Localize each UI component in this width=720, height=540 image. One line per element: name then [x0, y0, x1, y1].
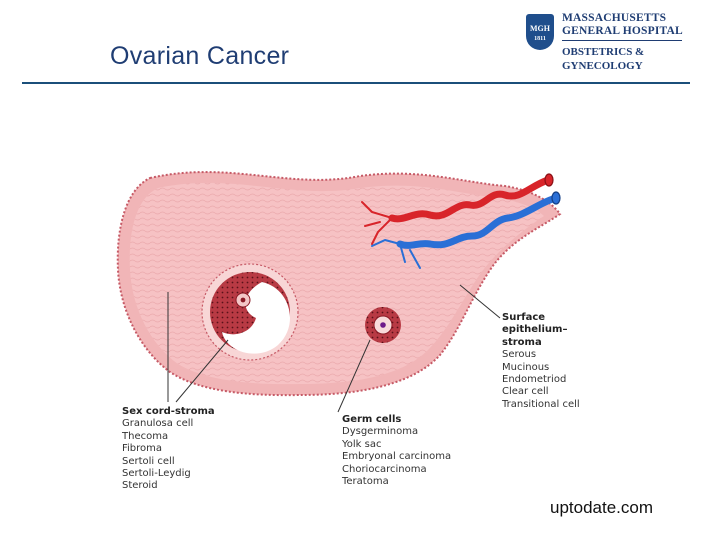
- germ-heading: Germ cells: [342, 414, 402, 425]
- logo-line3: OBSTETRICS &: [562, 46, 645, 58]
- artery-vessels: [361, 173, 554, 245]
- logo-line2: GENERAL HOSPITAL: [562, 25, 683, 37]
- sex-cord-stroma-group: Sex cord-stroma Granulosa cell Thecoma F…: [122, 406, 215, 493]
- small-follicle: [365, 307, 401, 343]
- list-item: Dysgerminoma: [342, 426, 419, 438]
- germ-cells-group: Germ cells Dysgerminoma Yolk sac Embryon…: [342, 414, 451, 488]
- surface-heading-2: epithelium–: [502, 324, 568, 336]
- mgh-shield-icon: MGH 1811: [526, 14, 554, 50]
- logo-shield-sub: 1811: [534, 36, 546, 42]
- surface-heading-3: stroma: [502, 336, 542, 348]
- list-item: Sertoli cell: [122, 455, 175, 467]
- logo-divider: [562, 40, 682, 41]
- slide-title: Ovarian Cancer: [110, 42, 290, 70]
- mgh-logo: MGH 1811 MASSACHUSETTS GENERAL HOSPITAL …: [526, 12, 696, 78]
- logo-shield-text: MGH: [530, 24, 550, 33]
- list-item: Sertoli-Leydig: [122, 468, 191, 480]
- list-item: Choriocarcinoma: [342, 463, 427, 475]
- surface-heading-1: Surface: [502, 312, 546, 323]
- title-divider: [22, 82, 690, 84]
- sex-cord-heading: Sex cord-stroma: [122, 406, 215, 417]
- list-item: Endometriod: [502, 374, 567, 386]
- list-item: Teratoma: [342, 476, 389, 488]
- list-item: Granulosa cell: [122, 418, 194, 430]
- list-item: Mucinous: [502, 361, 550, 373]
- list-item: Clear cell: [502, 386, 549, 398]
- vein-vessels: [371, 191, 561, 269]
- list-item: Yolk sac: [342, 438, 382, 450]
- list-item: Fibroma: [122, 443, 163, 455]
- list-item: Embryonal carcinoma: [342, 451, 452, 463]
- list-item: Thecoma: [122, 430, 169, 442]
- logo-line1: MASSACHUSETTS: [562, 12, 667, 24]
- large-follicle: [201, 263, 299, 361]
- surface-epithelium-group: Surface epithelium– stroma Serous Mucino…: [502, 312, 580, 411]
- leader-lines: [167, 284, 501, 413]
- list-item: Steroid: [122, 480, 158, 492]
- list-item: Transitional cell: [502, 398, 580, 410]
- logo-line4: GYNECOLOGY: [562, 60, 643, 72]
- source-credit: uptodate.com: [550, 498, 654, 517]
- list-item: Serous: [502, 349, 537, 361]
